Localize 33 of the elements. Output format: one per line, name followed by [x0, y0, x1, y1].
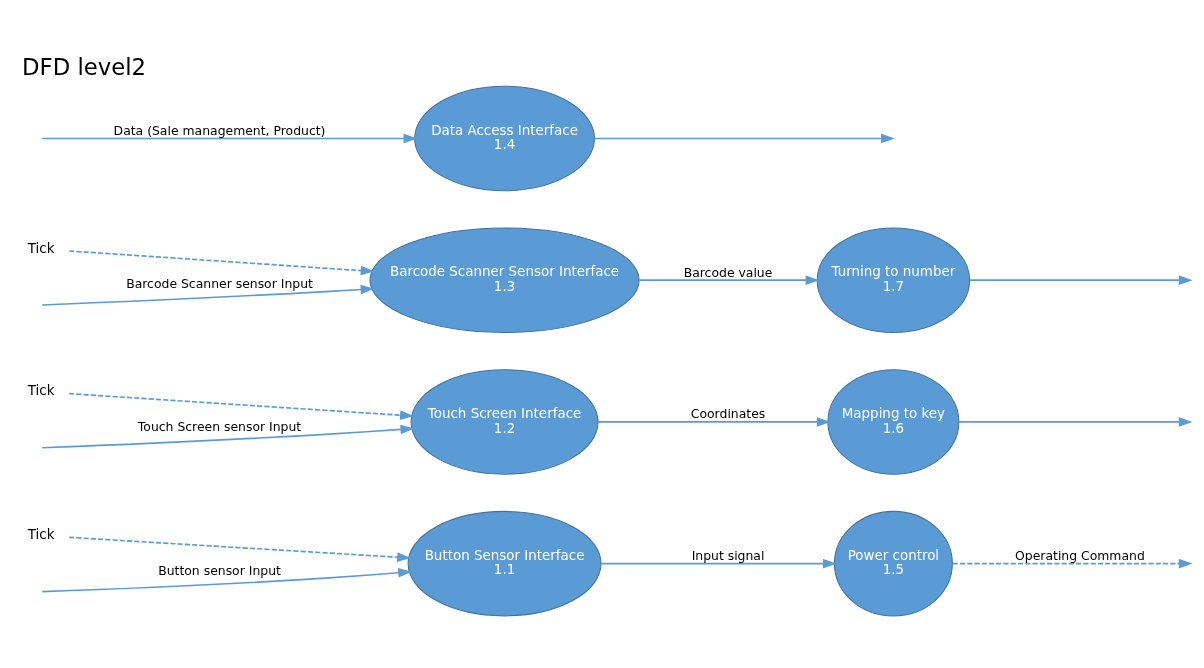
node-ellipse: Data Access Interface 1.4	[414, 85, 595, 191]
arrow	[952, 558, 1193, 568]
node-ellipse: Button Sensor Interface 1.1	[407, 510, 602, 616]
arrow	[600, 558, 837, 568]
edge-label: Input signal	[691, 547, 765, 563]
node-ellipse: Mapping to key 1.6	[827, 368, 960, 475]
node-ellipse: Turning to number 1.7	[816, 226, 971, 333]
edge-label: Touch Screen sensor Input	[137, 418, 302, 434]
arrow	[68, 536, 411, 562]
arrow	[958, 416, 1193, 427]
node-ellipse: Power control 1.5	[833, 510, 953, 616]
arrow	[68, 392, 414, 420]
arrow	[41, 284, 375, 306]
edge-label: Operating Command	[1015, 547, 1145, 563]
edge-label: Coordinates	[690, 405, 766, 421]
edge-label: Barcode Scanner sensor Input	[126, 275, 313, 291]
node-text: Tick	[27, 240, 55, 256]
edge-label: Button sensor Input	[158, 562, 281, 578]
diagram-title: DFD level2	[22, 53, 146, 80]
arrow	[68, 249, 375, 275]
edge-label: Barcode value	[683, 264, 773, 280]
arrow	[638, 274, 820, 285]
edge-label: Data (Sale management, Product)	[113, 122, 326, 138]
node-text: Tick	[27, 526, 55, 542]
node-ellipse: Touch Screen Interface 1.2	[410, 368, 599, 475]
arrow	[597, 416, 831, 427]
arrow	[41, 133, 418, 143]
arrow	[593, 133, 895, 143]
node-ellipse: Barcode Scanner Sensor Interface 1.3	[369, 226, 640, 333]
node-text: Tick	[27, 382, 55, 398]
arrow	[968, 274, 1193, 285]
arrow	[41, 567, 412, 592]
arrow	[41, 424, 415, 449]
